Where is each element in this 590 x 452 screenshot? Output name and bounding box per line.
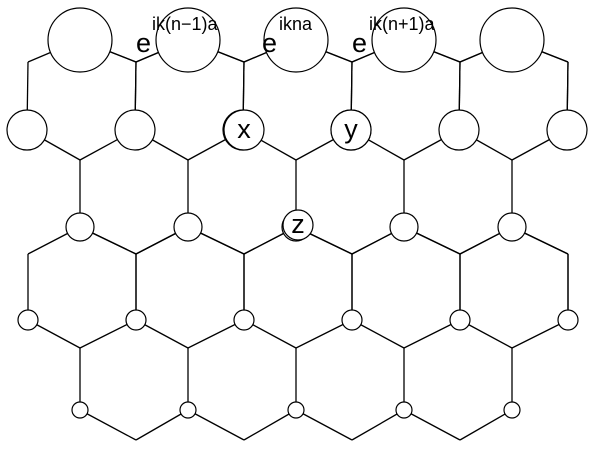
site-label-z: z (291, 209, 305, 239)
site-y-atom (330, 109, 372, 151)
site-label-y: y (344, 114, 358, 144)
lattice-bond (351, 409, 405, 441)
lattice-atom (125, 309, 147, 331)
lattice-atom (179, 401, 197, 419)
phase-label-exponent: ikna (279, 14, 313, 34)
lattice-bond (135, 409, 189, 441)
phase-label-base: e (136, 28, 151, 58)
lattice-atom (6, 109, 48, 151)
lattice-atom (371, 7, 437, 73)
lattice-atom (557, 309, 579, 331)
lattice-bond (79, 409, 137, 441)
phase-label-exponent: ik(n+1)a (369, 14, 436, 34)
lattice-atom (173, 212, 203, 242)
lattice-atom (449, 309, 471, 331)
lattice-bond (243, 409, 297, 441)
lattice-atom (389, 212, 419, 242)
site-z-atom (282, 209, 314, 241)
phase-label-n-plus-1: e ik(n+1)a (352, 14, 436, 58)
lattice-atom (438, 109, 480, 151)
lattice-bond (459, 409, 513, 441)
lattice-atom (47, 7, 113, 73)
lattice-atom (155, 7, 221, 73)
lattice-atom (546, 109, 588, 151)
site-label-x: x (237, 114, 251, 144)
lattice-atom (71, 401, 89, 419)
phase-label-base: e (352, 28, 367, 58)
lattice-atom (65, 212, 95, 242)
phase-label-n-minus-1: e ik(n−1)a (136, 14, 219, 58)
phase-label-base: e (262, 28, 277, 58)
lattice-atoms (6, 7, 588, 419)
lattice-atom (503, 401, 521, 419)
lattice-bond (295, 409, 353, 441)
lattice-atom (263, 7, 329, 73)
lattice-atom (479, 7, 545, 73)
lattice-atom (233, 309, 255, 331)
lattice-atom (114, 109, 156, 151)
lattice-atom (497, 212, 527, 242)
lattice-atom (17, 309, 39, 331)
phase-label-n: e ikna (262, 14, 313, 58)
lattice-bond (187, 409, 245, 441)
site-x-atom (223, 109, 265, 151)
phase-label-exponent: ik(n−1)a (152, 14, 219, 34)
lattice-atom (287, 401, 305, 419)
lattice-bond (403, 409, 461, 441)
lattice-atom (341, 309, 363, 331)
lattice-atom (395, 401, 413, 419)
